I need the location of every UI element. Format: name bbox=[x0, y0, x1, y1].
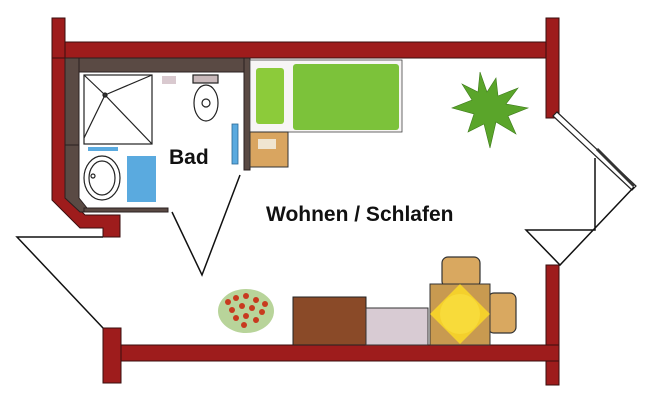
room-label-bath: Bad bbox=[169, 146, 209, 169]
entry-door bbox=[524, 158, 635, 267]
bath-walls bbox=[64, 57, 251, 213]
towel-rail bbox=[231, 123, 239, 165]
left-door bbox=[15, 236, 104, 329]
chair-right bbox=[487, 292, 517, 334]
shower bbox=[83, 74, 153, 145]
dresser bbox=[292, 296, 367, 346]
sideboard bbox=[365, 307, 429, 346]
flower-pot bbox=[218, 289, 274, 333]
walls bbox=[51, 17, 560, 386]
table bbox=[429, 283, 491, 346]
toilet-paper-holder bbox=[162, 76, 176, 84]
toilet bbox=[192, 74, 219, 122]
bath-mat bbox=[127, 156, 156, 202]
sink bbox=[83, 147, 121, 201]
nightstand bbox=[249, 131, 289, 168]
room-label-living: Wohnen / Schlafen bbox=[266, 203, 454, 226]
plant bbox=[451, 71, 530, 149]
chair-top bbox=[441, 256, 481, 288]
bath-door bbox=[171, 174, 241, 277]
bed bbox=[249, 59, 403, 133]
